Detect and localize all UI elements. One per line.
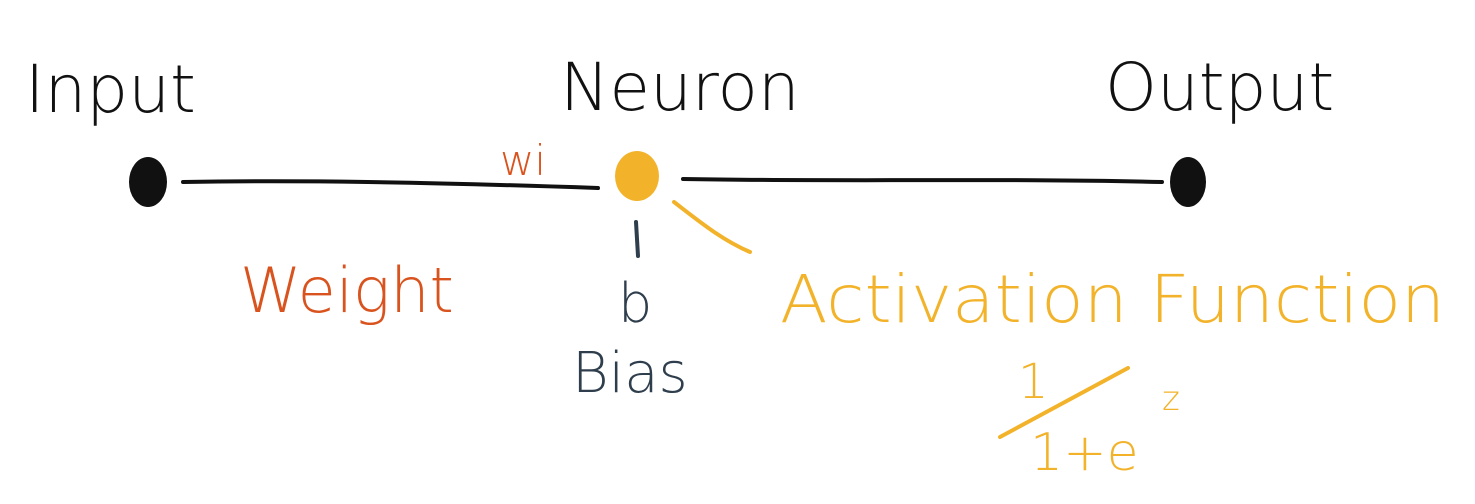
input-node: [129, 157, 167, 207]
output-label: Output: [1105, 49, 1334, 126]
formula-exponent: z: [1162, 379, 1180, 419]
weight-label: Weight: [240, 254, 454, 327]
bias-label: Bias: [572, 341, 688, 406]
formula-denominator: 1+e: [1030, 423, 1139, 483]
neuron-to-output-edge: [681, 177, 1164, 184]
activation-label: Activation Function: [780, 261, 1445, 338]
output-node: [1170, 157, 1206, 207]
neuron-label: Neuron: [560, 49, 800, 126]
input-to-neuron-edge: [181, 179, 600, 190]
input-label: Input: [25, 51, 196, 128]
bias-symbol: b: [618, 272, 652, 335]
formula-fraction-line: [998, 366, 1130, 439]
formula-numerator: 1: [1018, 354, 1049, 410]
sigmoid-formula: 1 1+e z: [998, 354, 1180, 483]
weight-symbol: wi: [500, 136, 546, 185]
activation-pointer: [672, 200, 752, 254]
neuron-node: [615, 151, 659, 201]
bias-connector: [634, 220, 640, 258]
